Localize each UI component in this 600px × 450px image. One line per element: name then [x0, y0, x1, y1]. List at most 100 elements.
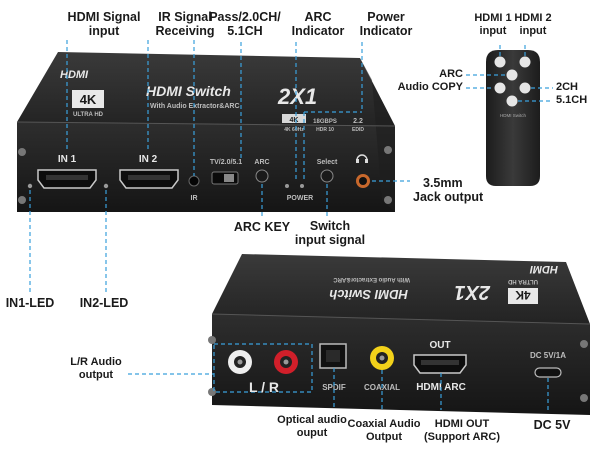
- power-label: POWER: [287, 195, 313, 202]
- rear-ultrahd-text: ULTRA HD: [507, 278, 538, 284]
- callout-remote-arc: ARC: [439, 68, 463, 80]
- spec-18gbps: 18GBPS: [313, 119, 337, 125]
- rear-product-title: HDMI Switch: [329, 287, 408, 302]
- callout-line-1: Pass/2.0CH/: [209, 10, 281, 24]
- spec-22: 2.2: [353, 118, 363, 125]
- rear-product-model: 2X1: [454, 281, 491, 303]
- remote-arc-button[interactable]: [506, 69, 518, 81]
- callout-line-2: output: [78, 369, 114, 381]
- spdif-port-label: SPDIF: [322, 383, 346, 392]
- screw: [384, 196, 392, 204]
- callout-optical-audio-output: Optical audio ouput: [277, 414, 347, 440]
- callout-hdmi-signal-input: HDMI Signal input: [68, 10, 141, 38]
- callout-line-2: Indicator: [291, 24, 345, 38]
- rear-4k-text: 4K: [515, 288, 531, 302]
- callout-hdmi2-input: HDMI 2 input: [514, 12, 551, 38]
- front-product-model: 2X1: [277, 84, 317, 109]
- screw: [18, 196, 26, 204]
- rear-device-top: [212, 254, 590, 324]
- callout-pass-mode: Pass/2.0CH/ 5.1CH: [209, 10, 281, 38]
- callout-coaxial-audio-output: Coaxial Audio Output: [348, 418, 421, 444]
- callout-line-1: ARC KEY: [233, 220, 291, 234]
- rear-device-face: [212, 314, 590, 415]
- dc-port-label: DC 5V/1A: [530, 351, 566, 360]
- callout-line-2: ouput: [296, 427, 328, 439]
- callout-arc-key: ARC KEY: [234, 220, 290, 234]
- power-indicator-led: [300, 184, 304, 188]
- screw: [384, 146, 392, 154]
- callout-line-2: Output: [365, 431, 403, 443]
- headphone-icon: [356, 154, 368, 163]
- remote-hdmi2-button[interactable]: [519, 56, 531, 68]
- spec-4k: 4K: [290, 117, 299, 124]
- remote-hdmi1-button[interactable]: [494, 56, 506, 68]
- callout-line-1: L/R Audio: [70, 356, 122, 368]
- in2-led: [103, 183, 109, 189]
- front-product-title: HDMI Switch: [146, 83, 231, 99]
- front-device-top: [17, 52, 395, 126]
- select-button[interactable]: [320, 169, 334, 183]
- callout-arc-indicator: ARC Indicator: [292, 10, 345, 38]
- lr-port-label: L / R: [249, 379, 279, 395]
- callout-line-1: Optical audio: [277, 414, 347, 426]
- callout-line-2: input: [88, 24, 120, 38]
- port-in1-label: IN 1: [58, 154, 77, 165]
- rear-device: HDMI Switch With Audio Extractor&ARC 2X1…: [208, 254, 591, 415]
- front-device-face: [17, 122, 395, 212]
- callout-line-1: HDMI 1: [474, 12, 512, 24]
- callout-dc-5v: DC 5V: [533, 418, 571, 432]
- front-product-subtitle: With Audio Extractor&ARC: [150, 103, 240, 110]
- usb-c-power-port: [534, 367, 562, 378]
- callout-line-1: HDMI Signal: [67, 10, 141, 24]
- spec-4k-sub: 4K 60Hz: [284, 127, 304, 133]
- screw: [208, 388, 216, 396]
- callout-line-2: input signal: [294, 233, 366, 247]
- screw: [580, 394, 588, 402]
- callout-line-1: IN2-LED: [79, 296, 129, 310]
- arc-indicator-led: [285, 184, 289, 188]
- callout-line-1: 3.5mm: [423, 176, 463, 190]
- arc-key-button[interactable]: [255, 169, 269, 183]
- arc-key-label: ARC: [254, 159, 269, 166]
- screw: [580, 340, 588, 348]
- mode-switch-label: TV/2.0/5.1: [210, 159, 242, 166]
- callout-ir-signal-receiving: IR Signal Receiving: [155, 10, 214, 38]
- callout-line-2: Jack output: [413, 190, 484, 204]
- front-device-side: [360, 58, 395, 212]
- front-ultrahd-text: ULTRA HD: [73, 112, 104, 118]
- spec-hdr10: HDR 10: [316, 127, 334, 133]
- remote-brand: HDMI Switch: [500, 113, 526, 118]
- callout-line-1: Power: [367, 10, 405, 24]
- rear-product-subtitle: With Audio Extractor&ARC: [333, 276, 410, 282]
- front-device: HDMI 4K ULTRA HD HDMI Switch With Audio …: [16, 52, 396, 212]
- callout-line-1: ARC: [304, 10, 332, 24]
- callout-power-indicator: Power Indicator: [360, 10, 413, 38]
- remote-2ch-button[interactable]: [519, 82, 531, 94]
- callout-switch-input-signal: Switch input signal: [295, 219, 365, 247]
- callout-line-1: IR Signal: [158, 10, 212, 24]
- hdmi-out-port-label: OUT: [429, 340, 450, 351]
- lr-dashed-box: [213, 343, 313, 393]
- callout-line-1: HDMI 2: [514, 12, 552, 24]
- remote-copy-button[interactable]: [494, 82, 506, 94]
- front-4k-text: 4K: [80, 92, 97, 107]
- callout-remote-51ch: 5.1CH: [556, 94, 588, 106]
- callout-lines: [29, 40, 553, 410]
- screw: [18, 148, 26, 156]
- callout-line-2: 5.1CH: [227, 24, 263, 38]
- callout-line-2: input: [479, 25, 507, 37]
- callout-line-1: Coaxial Audio: [347, 418, 421, 430]
- spec-edid: EDID: [352, 127, 364, 133]
- callout-remote-audio-copy: Audio COPY: [397, 81, 463, 93]
- screw: [208, 336, 216, 344]
- ir-receiver: [188, 175, 200, 187]
- callout-hdmi-out: HDMI OUT (Support ARC): [424, 418, 500, 444]
- remote-51ch-button[interactable]: [506, 95, 518, 107]
- callout-line-2: Receiving: [155, 24, 215, 38]
- callout-in1-led: IN1-LED: [6, 296, 55, 310]
- callout-jack-output: 3.5mm Jack output: [413, 176, 483, 204]
- callout-line-1: HDMI OUT: [434, 418, 490, 430]
- callout-line-2: (Support ARC): [424, 431, 500, 443]
